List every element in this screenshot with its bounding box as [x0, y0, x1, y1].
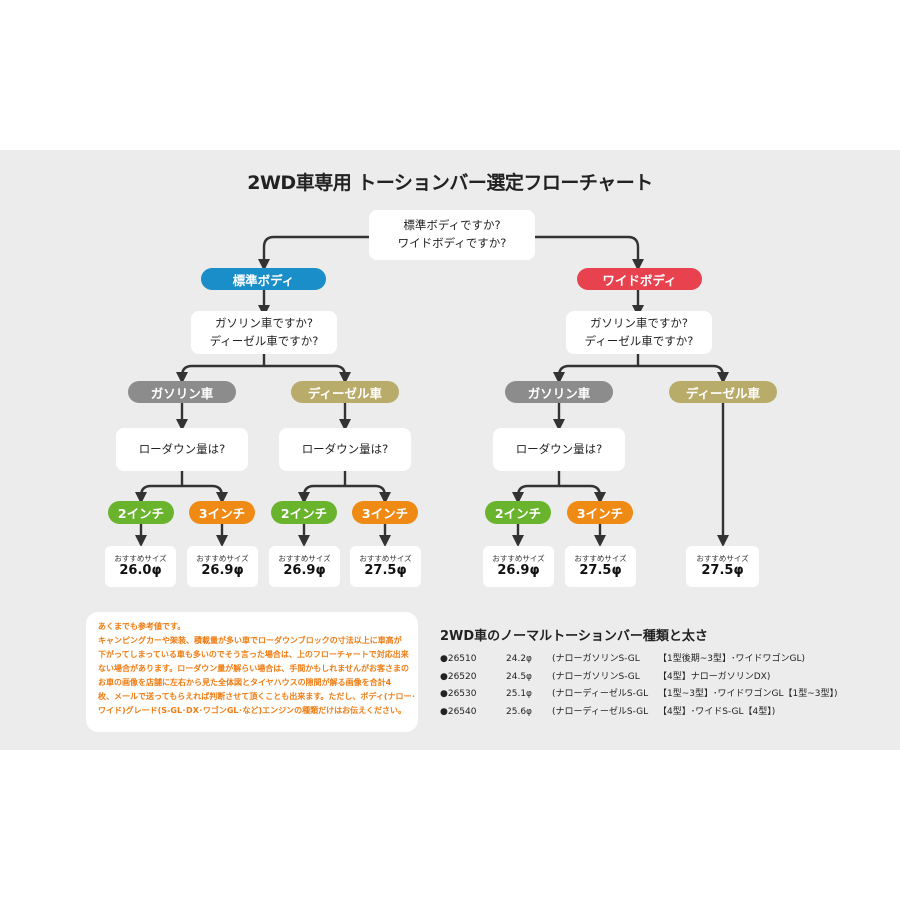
spec-size: 25.6φ: [506, 706, 532, 717]
note-line: キャンピングカーや架装、積載量が多い車でローダウンブロックの寸法以上に車高が: [98, 636, 402, 645]
standard-body-pill: 標準ボディ: [201, 268, 326, 290]
spec-code: ●26510: [440, 654, 477, 664]
spec-desc: (ナローディーゼルS-GL: [552, 706, 649, 717]
question-line: ガソリン車ですか?: [589, 315, 689, 330]
size-box-standard-gasoline-2inch: おすすめサイズ 26.0φ: [105, 546, 176, 587]
size-value: 26.0φ: [119, 562, 162, 578]
spec-row: ●26530 25.1φ (ナローディーゼルS-GL 【1型~3型】･ワイドワゴンGL…: [440, 686, 838, 704]
spec-title: 2WD車のノーマルトーションバー種類と太さ: [440, 629, 708, 644]
size-box-standard-diesel-2inch: おすすめサイズ 26.9φ: [269, 546, 340, 587]
spec-note: 【1型~3型】･ワイドワゴンGL【1型~3型】): [658, 689, 838, 699]
standard-diesel-2inch-pill: 2インチ: [271, 501, 337, 524]
spec-size: 24.5φ: [506, 671, 532, 682]
question-lowdown-standard-diesel: ローダウン量は?: [279, 428, 411, 471]
chart-title: 2WD車専用 トーションバー選定フローチャート: [247, 172, 653, 194]
wide-gasoline-pill: ガソリン車: [505, 381, 613, 403]
size-value: 27.5φ: [364, 562, 407, 578]
wide-gasoline-2inch-pill: 2インチ: [485, 501, 551, 524]
spec-desc: (ナローディーゼルS-GL: [552, 689, 649, 699]
standard-gasoline-pill: ガソリン車: [128, 381, 236, 403]
size-label: おすすめサイズ: [196, 553, 249, 563]
wide-gasoline-3inch-pill: 3インチ: [567, 501, 633, 524]
note-line: 枚、メールで送ってもらえれば判断させて頂くことも出来ます。ただし、ボディ(ナロー…: [98, 692, 416, 701]
note-line: あくまでも参考値です。: [98, 622, 186, 631]
question-line: 標準ボディですか?: [403, 218, 501, 233]
size-box-standard-diesel-3inch: おすすめサイズ 27.5φ: [350, 546, 421, 587]
note-line: お車の画像を店舗に左右から見た全体図とタイヤハウスの隙間が解る画像を合計4: [98, 678, 392, 687]
standard-gasoline-2inch-pill: 2インチ: [108, 501, 174, 524]
standard-gasoline-3inch-pill: 3インチ: [189, 501, 255, 524]
standard-diesel-pill: ディーゼル車: [291, 381, 399, 403]
reference-note: あくまでも参考値です。 キャンピングカーや架装、積載量が多い車でローダウンブロッ…: [86, 612, 418, 732]
spec-desc: (ナローガソリンS-GL: [552, 671, 640, 682]
size-box-wide-gasoline-3inch: おすすめサイズ 27.5φ: [565, 546, 636, 587]
spec-note: 【1型後期~3型】･ワイドワゴンGL): [658, 654, 805, 664]
spec-desc: (ナローガソリンS-GL: [552, 654, 640, 664]
note-line: ワイド)グレード(S-GL･DX･ワゴンGL･など)エンジンの種類だけはお伝えく…: [98, 706, 406, 715]
spec-code: ●26520: [440, 671, 477, 682]
spec-note: 【4型】･ワイドS-GL【4型】): [658, 706, 776, 717]
spec-size: 25.1φ: [506, 689, 532, 699]
spec-row: ●26520 24.5φ (ナローガソリンS-GL 【4型】ナローガソリンDX): [440, 669, 838, 687]
wide-diesel-pill: ディーゼル車: [669, 381, 777, 403]
size-value: 26.9φ: [201, 562, 244, 578]
size-label: おすすめサイズ: [114, 553, 167, 563]
question-body-type: 標準ボディですか? ワイドボディですか?: [369, 210, 535, 260]
question-lowdown-wide-gasoline: ローダウン量は?: [493, 428, 625, 471]
size-label: おすすめサイズ: [696, 553, 749, 563]
size-value: 27.5φ: [701, 562, 744, 578]
spec-code: ●26540: [440, 706, 477, 717]
size-label: おすすめサイズ: [574, 553, 627, 563]
question-fuel-standard: ガソリン車ですか? ディーゼル車ですか?: [191, 311, 337, 354]
size-value: 26.9φ: [497, 562, 540, 578]
question-line: ワイドボディですか?: [397, 236, 507, 250]
spec-row: ●26540 25.6φ (ナローディーゼルS-GL 【4型】･ワイドS-GL【4型】…: [440, 704, 838, 722]
note-line: 下がってしまっている車も多いのでそう言った場合は、上のフローチャートで対応出来: [98, 650, 409, 659]
spec-size: 24.2φ: [506, 654, 532, 664]
size-box-wide-diesel: おすすめサイズ 27.5φ: [686, 546, 759, 587]
question-lowdown-standard-gasoline: ローダウン量は?: [116, 428, 248, 471]
spec-row: ●26510 24.2φ (ナローガソリンS-GL 【1型後期~3型】･ワイドワゴンG…: [440, 651, 838, 669]
spec-list: ●26510 24.2φ (ナローガソリンS-GL 【1型後期~3型】･ワイドワゴンG…: [440, 651, 838, 721]
size-label: おすすめサイズ: [359, 553, 412, 563]
standard-diesel-3inch-pill: 3インチ: [352, 501, 418, 524]
size-box-standard-gasoline-3inch: おすすめサイズ 26.9φ: [187, 546, 258, 587]
size-box-wide-gasoline-2inch: おすすめサイズ 26.9φ: [483, 546, 554, 587]
wide-body-pill: ワイドボディ: [577, 268, 702, 290]
question-line: ディーゼル車ですか?: [209, 333, 319, 348]
note-line: ない場合があります。ローダウン量が解らい場合は、手間かもしれませんがお客さまの: [98, 664, 409, 673]
size-label: おすすめサイズ: [278, 553, 331, 563]
size-label: おすすめサイズ: [492, 553, 545, 563]
question-line: ディーゼル車ですか?: [584, 333, 694, 348]
size-value: 26.9φ: [283, 562, 326, 578]
question-line: ガソリン車ですか?: [214, 315, 314, 330]
size-value: 27.5φ: [579, 562, 622, 578]
spec-note: 【4型】ナローガソリンDX): [658, 671, 771, 682]
question-fuel-wide: ガソリン車ですか? ディーゼル車ですか?: [566, 311, 712, 354]
spec-code: ●26530: [440, 689, 477, 699]
